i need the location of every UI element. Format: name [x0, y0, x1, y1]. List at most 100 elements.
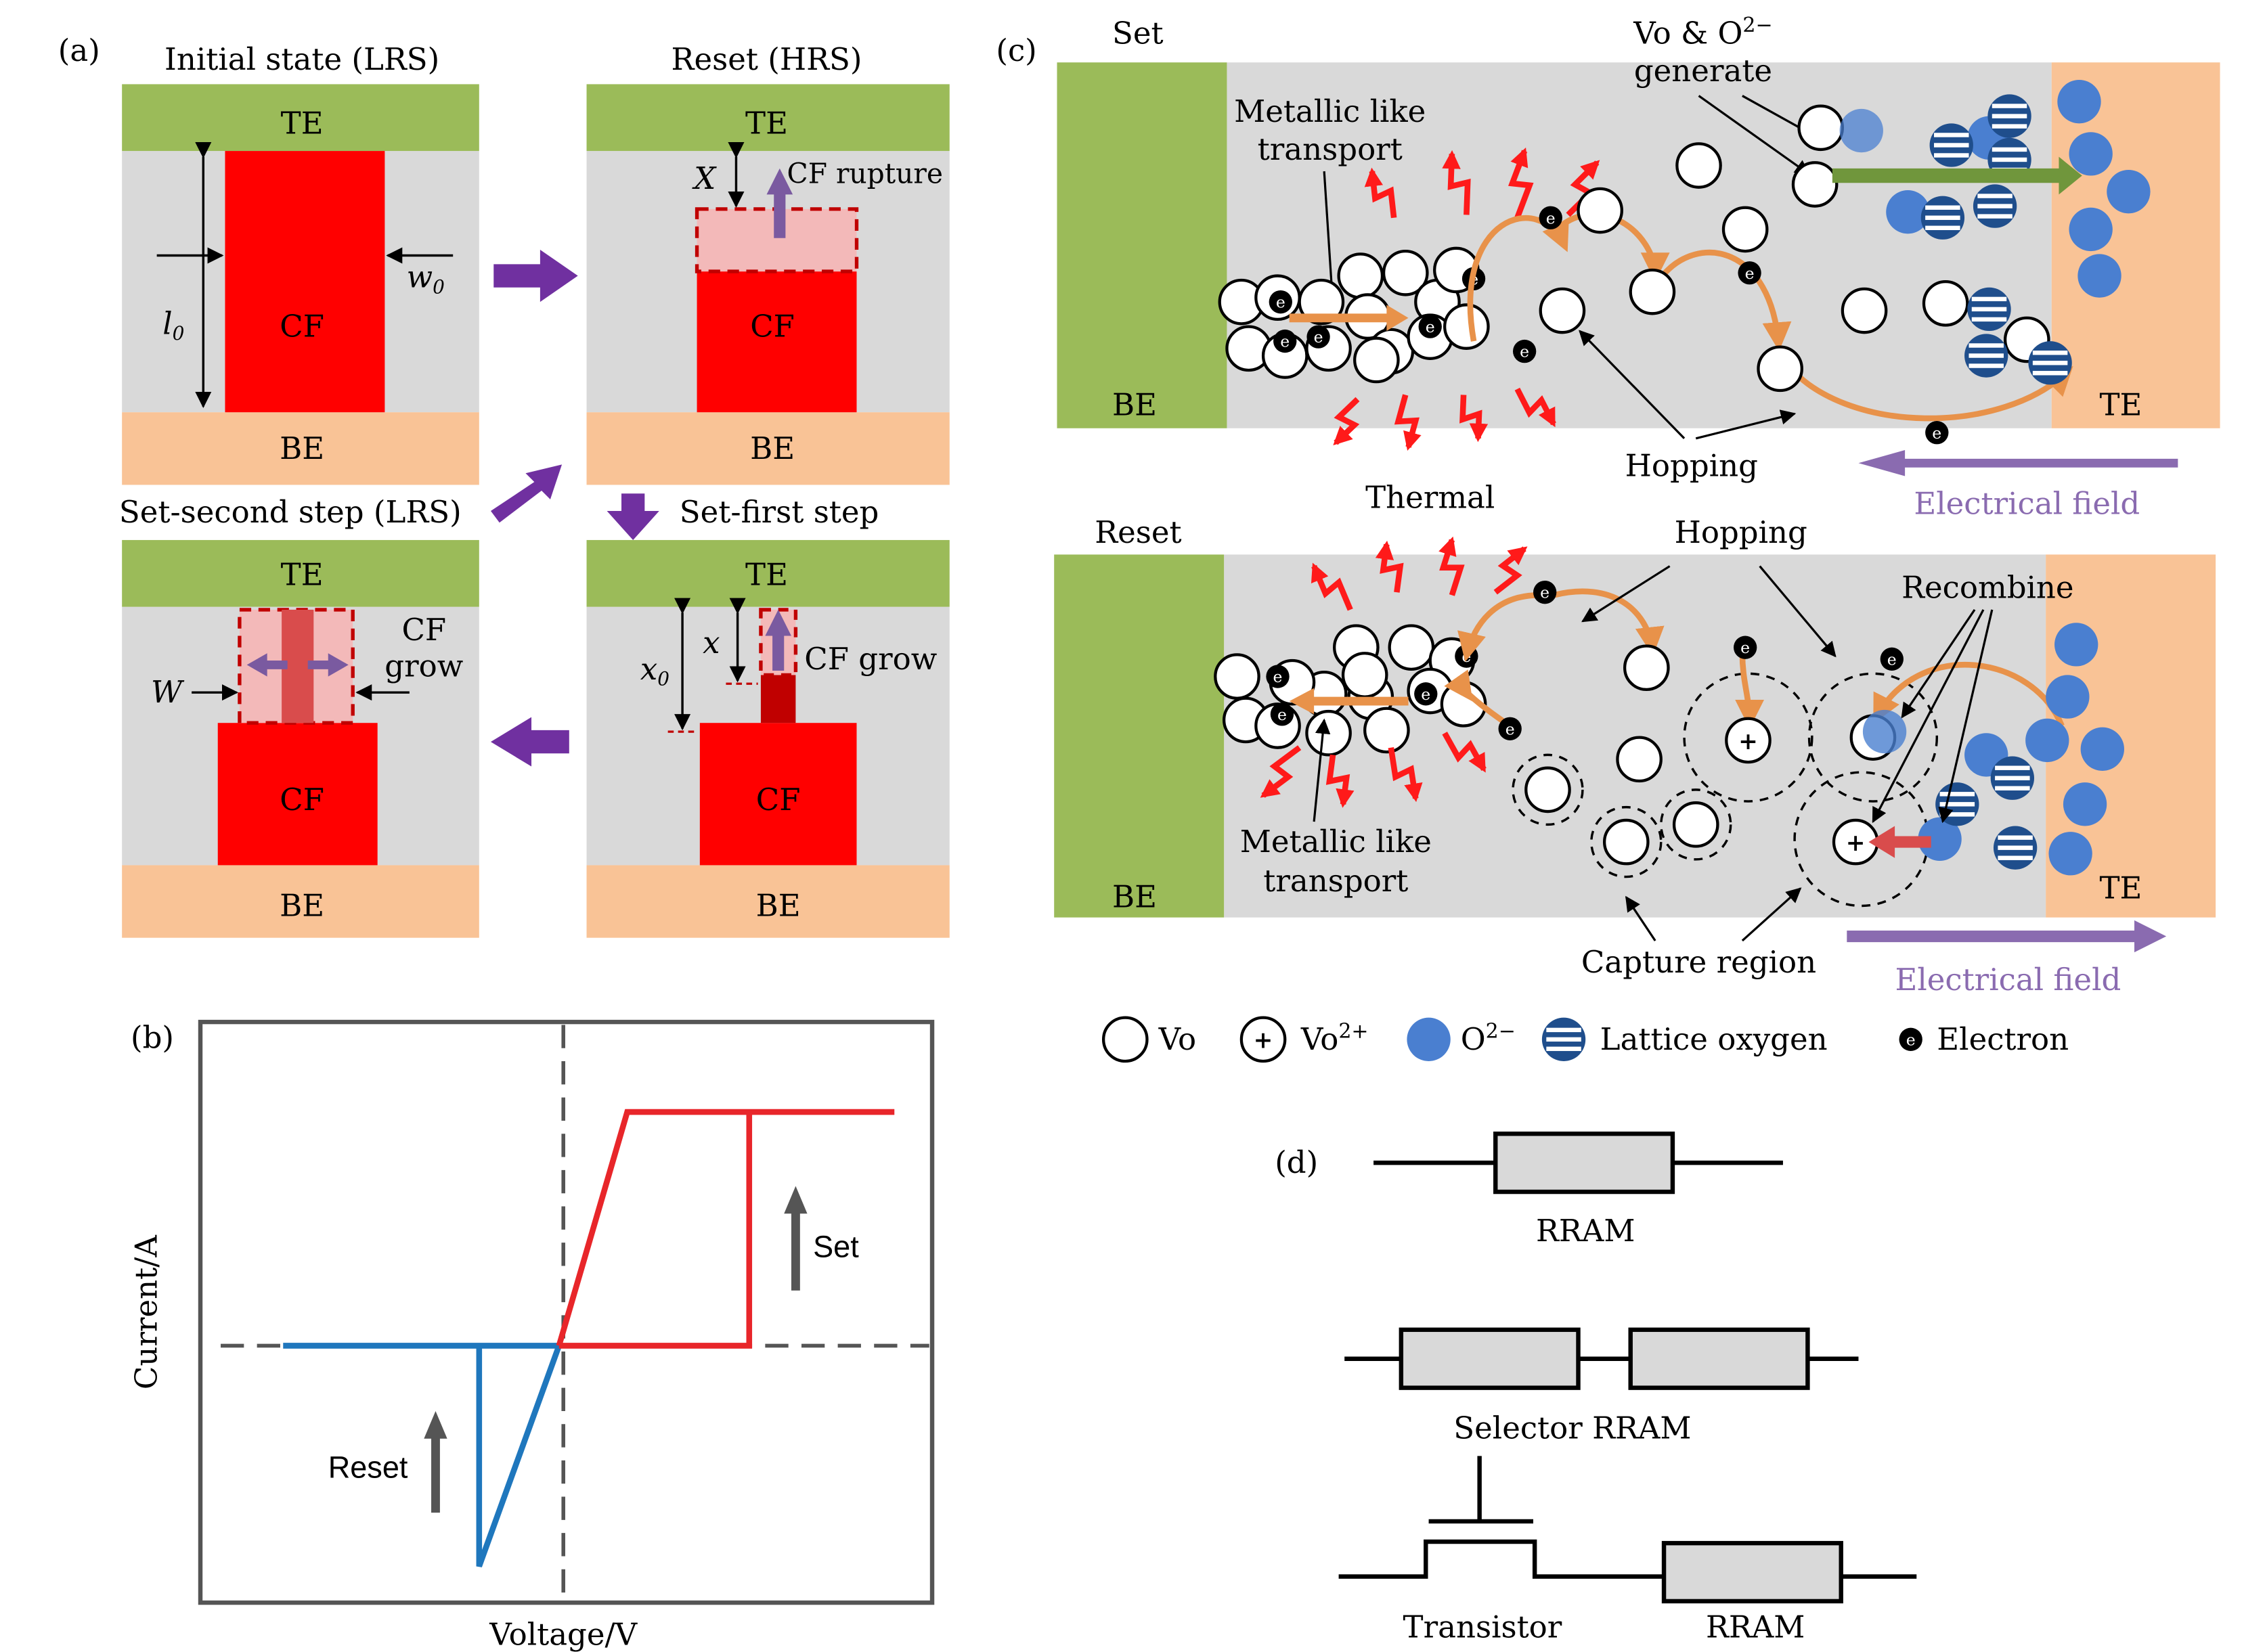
be-layer — [586, 412, 950, 485]
be-label: BE — [280, 887, 324, 923]
hopping-label-reset: Hopping — [1675, 514, 1807, 550]
panel-a: (a) Initial state (LRS) Reset (HRS) TE B… — [58, 32, 950, 938]
electron — [1880, 647, 1904, 671]
cf-label: CF — [280, 309, 324, 344]
thermal-arrow — [1442, 150, 1471, 215]
electron — [1539, 206, 1562, 229]
efield-arrow-icon — [1847, 920, 2167, 953]
o2-legend-icon — [1407, 1017, 1451, 1061]
set-vacancies — [1539, 104, 2050, 393]
conductive-filament — [217, 723, 378, 866]
thermal-arrow — [1375, 540, 1404, 593]
x-axis-label: Voltage/V — [489, 1616, 638, 1652]
oxygen-ion — [2069, 207, 2113, 252]
set-oxygen — [1839, 79, 2151, 385]
selector-rram-label: Selector RRAM — [1453, 1410, 1691, 1446]
x0-label: x0 — [640, 651, 669, 690]
lattice-oxygen — [1920, 196, 1965, 240]
electron-glyph: e — [1906, 1030, 1916, 1049]
thermal-arrow — [1388, 747, 1423, 803]
plus-glyph: + — [1254, 1027, 1273, 1054]
flow-arrow-right — [493, 249, 578, 303]
set-diagram: Set BE TE Metallic like transport Vo & O… — [1057, 14, 2220, 521]
x-label: x — [703, 625, 720, 661]
set-first-title: Set-first step — [680, 494, 879, 530]
efield-label-set: Electrical field — [1914, 485, 2140, 521]
conductive-filament — [225, 151, 385, 413]
electron-glyph: e — [1426, 317, 1435, 336]
thermal-arrow — [1442, 732, 1487, 773]
reset-title: Reset — [1095, 514, 1181, 550]
rram-label: RRAM — [1536, 1213, 1635, 1249]
efield-arrow-icon — [1858, 449, 2178, 476]
electron — [1533, 581, 1557, 604]
pointer-line — [1938, 609, 1994, 824]
vacancy — [1623, 644, 1670, 692]
thermal-arrow — [1260, 745, 1302, 798]
electron-glyph: e — [1932, 424, 1941, 443]
metallic-transport-line1: Metallic like — [1234, 93, 1426, 129]
electron-glyph: e — [1546, 208, 1556, 227]
electron-glyph: e — [1421, 685, 1430, 704]
hop-arrow — [1735, 653, 1765, 729]
electron — [1738, 261, 1761, 285]
lattice-oxygen — [1993, 826, 2038, 870]
reset-label: Reset — [328, 1450, 408, 1485]
te-layer — [122, 539, 479, 607]
panel-a-label: (a) — [58, 32, 100, 68]
panel-c: (c) Set BE TE Metallic like transport Vo… — [996, 14, 2220, 1063]
set-curve-upper — [556, 1109, 895, 1347]
thermal-arrow — [1364, 167, 1397, 219]
cf-rupture-label: CF rupture — [787, 157, 943, 189]
vacancy — [1337, 252, 1384, 299]
be-layer — [586, 865, 950, 938]
electron — [1512, 339, 1537, 363]
electron — [1414, 682, 1438, 706]
transistor-channel — [1338, 1539, 1665, 1579]
electron — [1418, 315, 1442, 338]
set-second-title: Set-second step (LRS) — [119, 494, 462, 530]
rram-resistor — [1493, 1132, 1675, 1195]
te-label: TE — [2100, 870, 2142, 906]
vo-generate-line2: generate — [1634, 53, 1772, 89]
oxygen-ion — [1886, 189, 1930, 234]
set-thermal-arrows — [1333, 147, 1600, 451]
thermal-arrow — [1311, 562, 1353, 611]
pointer-line — [1872, 609, 1985, 824]
vacancy — [1524, 766, 1571, 813]
electron-glyph: e — [1314, 328, 1323, 347]
electron — [1273, 329, 1297, 353]
electron — [1925, 421, 1949, 445]
grow-arrow-icon — [765, 609, 791, 671]
width-w-label: W — [151, 674, 185, 710]
electron — [1270, 702, 1294, 726]
capture-region-ring — [1807, 672, 1939, 803]
lattice-oxygen — [1935, 782, 1979, 826]
vacancy — [1363, 707, 1410, 754]
thermal-arrow — [1333, 397, 1360, 446]
panel-b: (b) Set Reset Voltage/V Current/A — [129, 1020, 935, 1652]
set-curve-lower — [558, 1112, 753, 1349]
vacancy — [1341, 652, 1388, 698]
capture-region-ring — [1590, 805, 1663, 878]
electron-glyph: e — [1540, 583, 1549, 602]
oxygen-ion — [2057, 79, 2101, 124]
cell-initial-state: TE BE CF l0 w0 — [122, 84, 479, 485]
oxygen-ion — [2025, 718, 2069, 763]
thermal-arrow — [1394, 394, 1422, 451]
vacancy — [1757, 345, 1803, 393]
reset-title: Reset (HRS) — [672, 41, 862, 77]
electron-glyph: e — [1276, 293, 1285, 312]
vacancy — [1443, 303, 1490, 350]
be-electrode — [1057, 62, 1227, 428]
reset-hopping-path — [1444, 588, 2065, 729]
vo-generate-line1: Vo & O2− — [1633, 14, 1772, 51]
electron-glyph: e — [1740, 638, 1750, 657]
y-axis-label: Current/A — [129, 1235, 164, 1389]
legend-vo2: Vo2+ — [1300, 1020, 1369, 1057]
vacancy — [1841, 287, 1888, 334]
pointer-line — [1741, 887, 1802, 942]
flow-arrow-diagonal — [490, 464, 563, 523]
